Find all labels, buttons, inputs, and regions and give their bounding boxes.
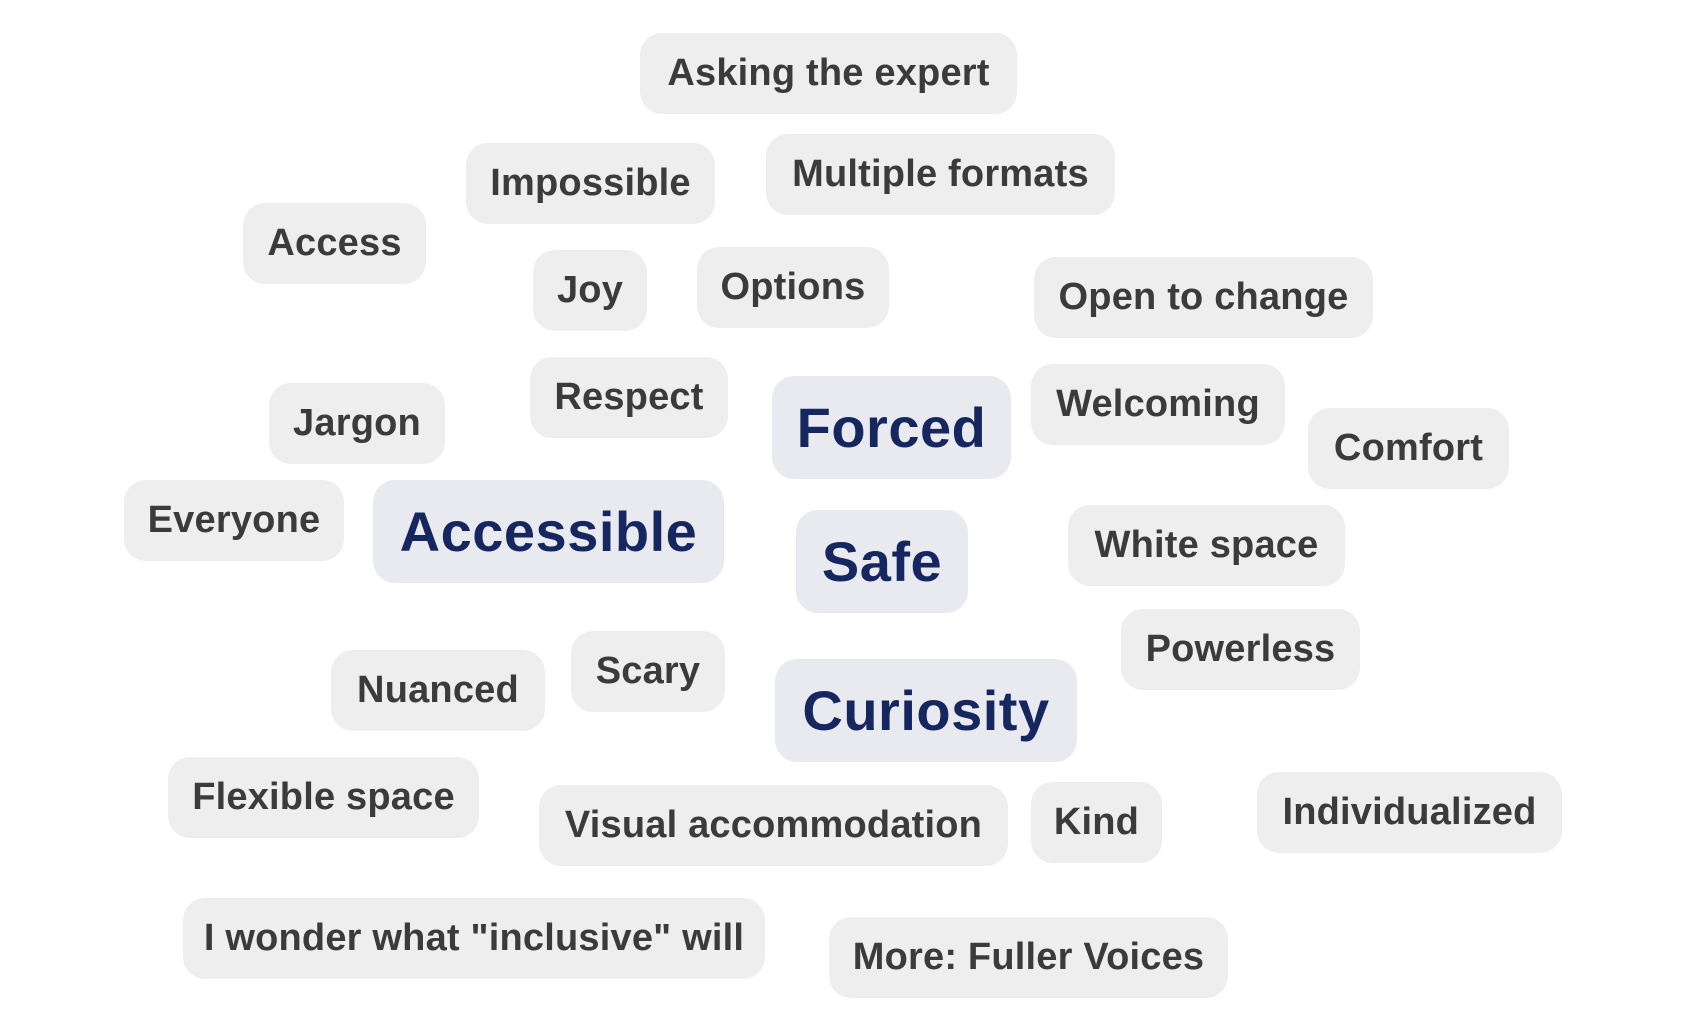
word-chip: Comfort xyxy=(1308,408,1509,489)
word-chip: White space xyxy=(1068,505,1345,586)
word-chip: Kind xyxy=(1031,782,1162,863)
word-chip: More: Fuller Voices xyxy=(829,917,1228,998)
word-chip: Nuanced xyxy=(331,650,545,731)
word-chip: Powerless xyxy=(1121,609,1360,690)
word-chip-emphasis: Forced xyxy=(772,376,1011,479)
word-chip: Scary xyxy=(571,631,725,712)
word-chip: Individualized xyxy=(1257,772,1562,853)
word-chip: I wonder what "inclusive" will xyxy=(183,898,765,979)
word-chip: Open to change xyxy=(1034,257,1373,338)
word-chip: Multiple formats xyxy=(766,134,1115,215)
word-chip: Welcoming xyxy=(1031,364,1285,445)
word-chip: Impossible xyxy=(466,143,715,224)
word-chip: Everyone xyxy=(124,480,344,561)
word-chip: Joy xyxy=(533,250,647,331)
word-chip: Asking the expert xyxy=(640,33,1017,114)
word-chip: Respect xyxy=(530,357,728,438)
word-chip-emphasis: Curiosity xyxy=(775,659,1077,762)
word-chip: Options xyxy=(697,247,889,328)
word-chip-emphasis: Safe xyxy=(796,510,968,613)
word-chip: Visual accommodation xyxy=(539,785,1008,866)
word-chip: Access xyxy=(243,203,426,284)
word-chip-emphasis: Accessible xyxy=(373,480,724,583)
word-chip: Jargon xyxy=(269,383,445,464)
word-chip: Flexible space xyxy=(168,757,479,838)
